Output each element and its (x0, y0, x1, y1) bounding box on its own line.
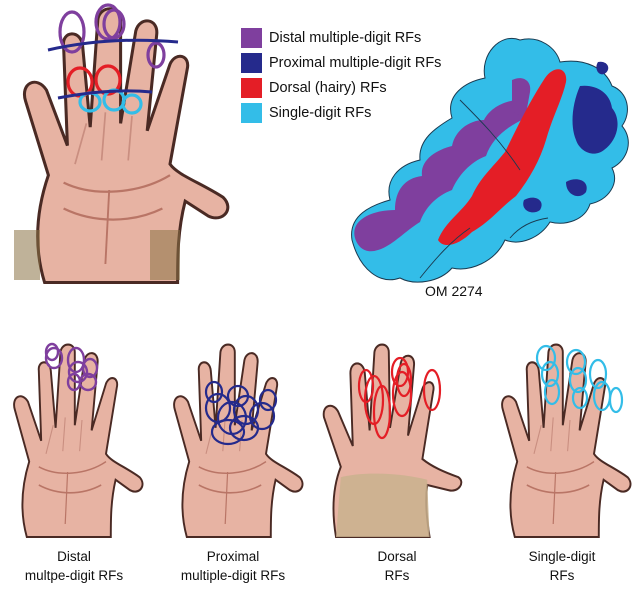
cortical-map (352, 38, 629, 282)
caption-distal: Distal multpe-digit RFs (0, 547, 154, 585)
hand-proximal (174, 345, 302, 537)
map-label: OM 2274 (425, 283, 483, 299)
caption-dorsal-line2: RFs (317, 566, 477, 585)
caption-proximal: Proximal multiple-digit RFs (153, 547, 313, 585)
caption-distal-line1: Distal (0, 547, 154, 566)
legend-label-dorsal: Dorsal (hairy) RFs (269, 79, 387, 97)
caption-proximal-line2: multiple-digit RFs (153, 566, 313, 585)
hand-dorsal (324, 345, 462, 537)
caption-dorsal: Dorsal RFs (317, 547, 477, 585)
caption-distal-line2: multpe-digit RFs (0, 566, 154, 585)
caption-single-digit: Single-digit RFs (482, 547, 635, 585)
caption-single-digit-line2: RFs (482, 566, 635, 585)
caption-dorsal-line1: Dorsal (317, 547, 477, 566)
legend-label-distal: Distal multiple-digit RFs (269, 29, 421, 47)
legend-swatch-single-digit (241, 103, 262, 123)
legend-label-proximal: Proximal multiple-digit RFs (269, 54, 441, 72)
caption-proximal-line1: Proximal (153, 547, 313, 566)
hand-distal (14, 344, 142, 537)
hand-single-digit (502, 345, 630, 537)
legend-label-single-digit: Single-digit RFs (269, 104, 371, 122)
legend-swatch-dorsal (241, 78, 262, 98)
caption-single-digit-line1: Single-digit (482, 547, 635, 566)
large-palm-hand (14, 5, 228, 283)
legend-swatch-proximal (241, 53, 262, 73)
legend-swatch-distal (241, 28, 262, 48)
